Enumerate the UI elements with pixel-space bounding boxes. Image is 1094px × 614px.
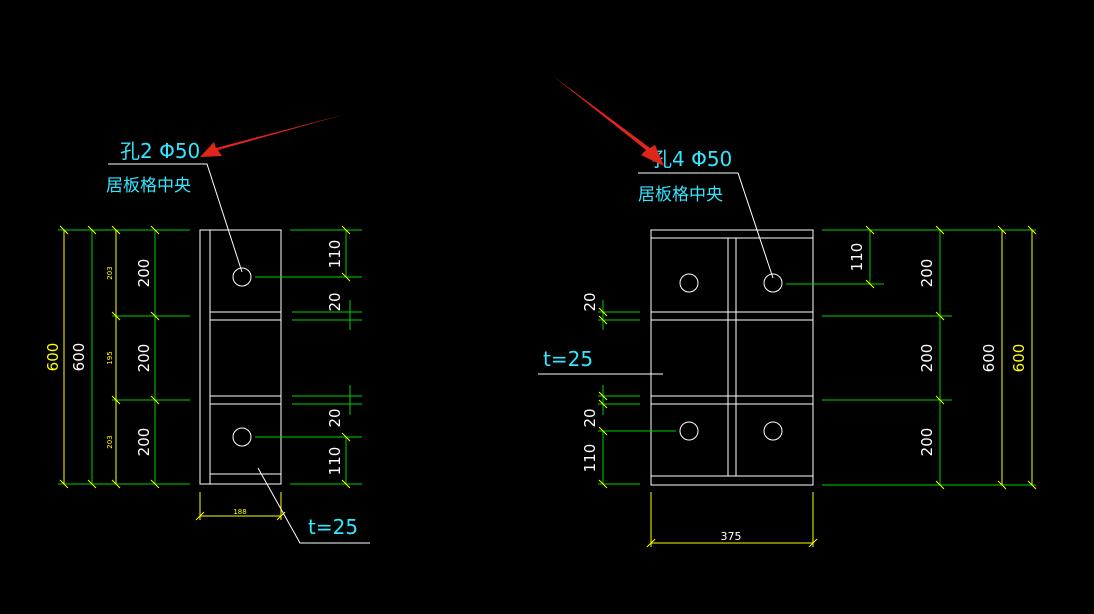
- right-red-arrow: [553, 76, 664, 166]
- right-hole-3: [679, 421, 699, 441]
- right-extension-lines: [598, 229, 1036, 486]
- left-small-dim-3: 203: [106, 435, 114, 448]
- right-overall-height-a: 600: [980, 344, 998, 373]
- left-overall-height-a: 600: [44, 343, 62, 372]
- right-left-dim-bottom: 110: [581, 444, 599, 473]
- left-thickness-label: t=25: [308, 515, 358, 539]
- right-cell-dim-3: 200: [918, 428, 936, 457]
- left-position-label: 居板格中央: [106, 176, 191, 196]
- left-right-dim-rib2: 20: [326, 408, 344, 427]
- left-right-dim-top: 110: [326, 240, 344, 269]
- right-hole-4: [763, 421, 783, 441]
- left-hole-top: [232, 267, 252, 287]
- left-plate-outline: [199, 229, 282, 485]
- left-hole-bottom: [232, 427, 252, 447]
- left-small-dim-1: 203: [106, 266, 114, 279]
- right-yellow-dimensions: [598, 225, 1037, 548]
- right-hole-leader: [638, 172, 774, 279]
- right-cell-dim-2: 200: [918, 344, 936, 373]
- right-width-dim: 375: [721, 530, 742, 543]
- right-position-label: 居板格中央: [638, 185, 723, 205]
- left-width-dim: 188: [233, 508, 246, 516]
- right-hole-1: [679, 273, 699, 293]
- left-cell-dim-1: 200: [135, 259, 153, 288]
- right-hole-label: 孔4 Φ50: [652, 147, 732, 171]
- left-small-dim-2: 195: [106, 351, 114, 364]
- right-overall-height-b: 600: [1010, 344, 1028, 373]
- left-hole-label: 孔2 Φ50: [120, 139, 200, 163]
- left-right-dim-rib1: 20: [326, 292, 344, 311]
- left-hole-leader: [108, 163, 243, 273]
- right-left-dim-rib2: 20: [581, 408, 599, 427]
- right-plate-outline: [650, 229, 814, 486]
- right-hole-2: [763, 273, 783, 293]
- left-cell-dim-2: 200: [135, 344, 153, 373]
- left-right-dim-bottom: 110: [326, 447, 344, 476]
- right-thickness-label: t=25: [543, 347, 593, 371]
- right-cell-dim-1: 200: [918, 259, 936, 288]
- right-right-dim-top: 110: [848, 243, 866, 272]
- left-extension-lines: [58, 229, 362, 485]
- right-view: 20 20 110 110 200 200 200 600 600 375 孔4…: [538, 76, 1037, 548]
- left-thickness-leader: [257, 467, 370, 544]
- left-yellow-dimensions: [59, 225, 351, 521]
- left-cell-dim-3: 200: [135, 428, 153, 457]
- left-view: 600 600 203 195 203 200 200 200 110 20 2…: [44, 114, 370, 544]
- left-overall-height-b: 600: [70, 343, 88, 372]
- right-left-dim-rib1: 20: [581, 292, 599, 311]
- left-red-arrow: [200, 114, 346, 157]
